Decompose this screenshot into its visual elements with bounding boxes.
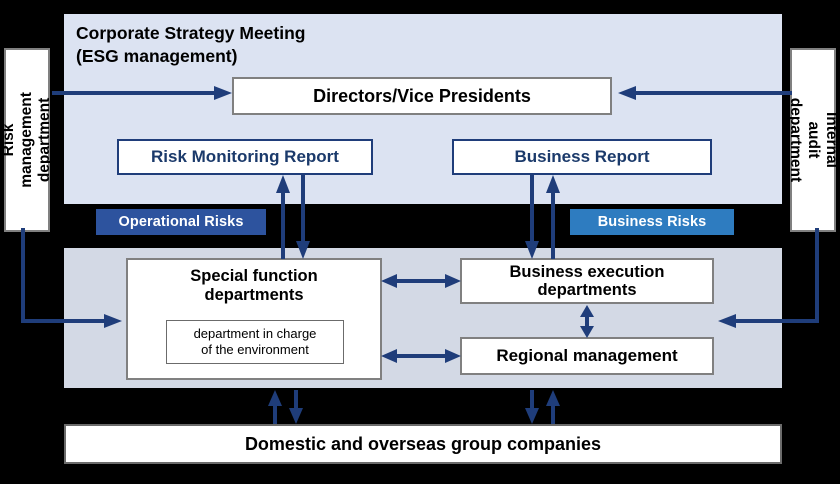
box-special-function-departments: Special function departments department … xyxy=(126,258,382,380)
arrow-up-from-group-companies-left xyxy=(267,390,283,424)
arrow-special-to-regional xyxy=(381,348,461,364)
box-regional-management: Regional management xyxy=(460,337,714,375)
arrow-risk-mgmt-to-directors xyxy=(52,85,234,101)
arrow-down-to-group-companies-left xyxy=(288,390,304,424)
box-business-report: Business Report xyxy=(452,139,712,175)
box-business-execution-departments: Business execution departments xyxy=(460,258,714,304)
box-risk-monitoring-report: Risk Monitoring Report xyxy=(117,139,373,175)
box-directors-vice-presidents: Directors/Vice Presidents xyxy=(232,77,612,115)
arrow-execution-to-regional xyxy=(579,305,595,338)
arrow-down-to-group-companies-right xyxy=(524,390,540,424)
box-risk-management-department: Risk management department xyxy=(0,48,53,232)
box-group-companies: Domestic and overseas group companies xyxy=(64,424,782,464)
arrow-special-to-execution xyxy=(381,273,461,289)
arrow-down-from-risk-monitoring-report xyxy=(295,175,311,259)
arrow-up-to-risk-monitoring-report xyxy=(275,175,291,259)
panel-title: Corporate Strategy Meeting (ESG manageme… xyxy=(76,23,306,66)
box-internal-audit-department: Internal audit department xyxy=(787,48,840,232)
risk-management-department-label: Risk management department xyxy=(0,92,53,188)
badge-business-risks: Business Risks xyxy=(570,209,734,235)
arrow-down-from-business-report xyxy=(524,175,540,259)
badge-operational-risks: Operational Risks xyxy=(96,209,266,235)
arrow-up-from-group-companies-right xyxy=(545,390,561,424)
internal-audit-department-label: Internal audit department xyxy=(787,97,840,183)
arrow-risk-mgmt-to-operations xyxy=(18,228,128,338)
box-environment-department: department in charge of the environment xyxy=(166,320,344,364)
arrow-internal-audit-to-operations xyxy=(712,228,822,338)
arrow-internal-audit-to-directors xyxy=(618,85,792,101)
special-function-title: Special function departments xyxy=(190,267,318,305)
arrow-up-to-business-report xyxy=(545,175,561,259)
